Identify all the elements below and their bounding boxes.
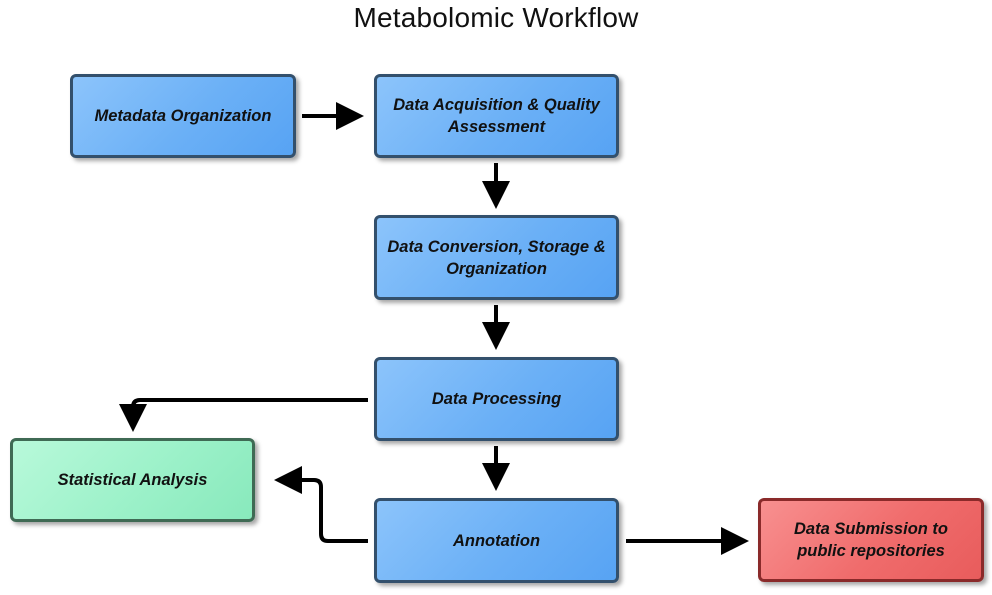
node-label: Data Processing	[431, 390, 562, 408]
node-data-conversion: Data Conversion, Storage & Organization	[374, 215, 619, 300]
arrow-annotation-to-statistical	[274, 466, 368, 543]
node-statistical-analysis: Statistical Analysis	[10, 438, 255, 522]
node-label: Data Conversion, Storage & Organization	[387, 237, 606, 278]
node-metadata-organization: Metadata Organization	[70, 74, 296, 158]
node-label: Annotation	[452, 531, 541, 550]
node-data-submission: Data Submission to public repositories	[758, 498, 984, 582]
node-annotation: Annotation	[374, 498, 619, 583]
node-data-processing: Data Processing	[374, 357, 619, 441]
node-label: Metadata Organization	[94, 107, 272, 125]
node-label: Statistical Analysis	[57, 471, 208, 489]
node-data-acquisition: Data Acquisition & Quality Assessment	[374, 74, 619, 158]
diagram-title: Metabolomic Workflow	[353, 2, 639, 33]
node-label: Data Acquisition & Quality Assessment	[393, 96, 600, 136]
arrow-processing-to-statistical	[119, 398, 368, 432]
node-label: Data Submission to public repositories	[793, 520, 949, 560]
